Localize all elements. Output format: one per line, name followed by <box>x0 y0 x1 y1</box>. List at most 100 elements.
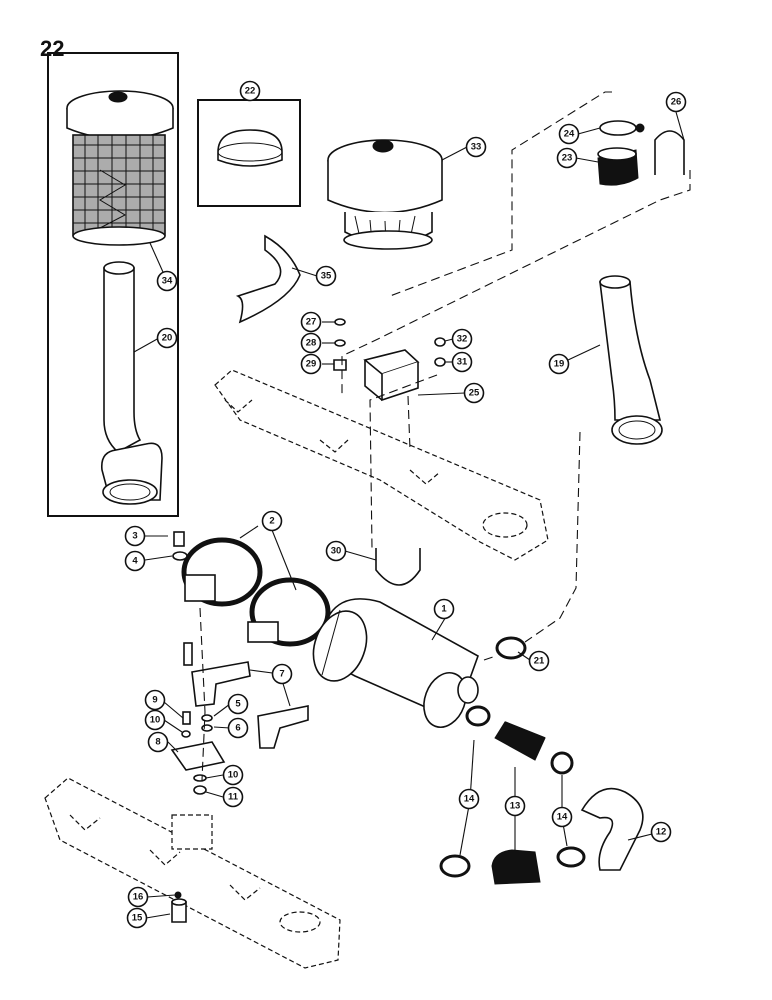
callout-30: 30 <box>325 540 347 562</box>
callout-31: 31 <box>451 351 473 373</box>
plug-15-16 <box>171 891 187 923</box>
callout-22: 22 <box>239 80 261 102</box>
cap-22 <box>217 129 283 167</box>
plate-8 <box>170 741 226 771</box>
callout-5: 5 <box>227 693 249 715</box>
callout-21: 21 <box>528 650 550 672</box>
manifold-upper <box>214 369 549 561</box>
svg-text:27: 27 <box>306 317 317 328</box>
washers-27-29 <box>333 318 347 371</box>
nuts-31-32 <box>434 337 446 367</box>
elbow-hose-12 <box>580 787 644 871</box>
inset-box-left <box>47 52 179 517</box>
svg-text:23: 23 <box>562 153 573 164</box>
dash-4 <box>407 395 411 451</box>
svg-text:3: 3 <box>132 531 137 542</box>
svg-text:30: 30 <box>331 546 342 557</box>
hose-clamps-14 <box>439 705 586 878</box>
svg-text:28: 28 <box>306 338 317 349</box>
svg-text:15: 15 <box>132 913 143 924</box>
svg-text:14: 14 <box>464 794 475 805</box>
callout-27: 27 <box>300 311 322 333</box>
callout-4: 4 <box>124 550 146 572</box>
svg-text:4: 4 <box>132 556 138 567</box>
callout-12: 12 <box>650 821 672 843</box>
dash-2 <box>341 170 691 395</box>
callout-14: 14 <box>551 806 573 828</box>
callout-8: 8 <box>147 731 169 753</box>
callout-13: 13 <box>504 795 526 817</box>
callout-2: 2 <box>261 510 283 532</box>
callout-7: 7 <box>271 663 293 685</box>
callout-32: 32 <box>451 328 473 350</box>
air-pipe-19 <box>599 275 663 445</box>
callout-14: 14 <box>458 788 480 810</box>
hose-13 <box>491 721 546 885</box>
bracket-25 <box>363 349 420 402</box>
callout-33: 33 <box>465 136 487 158</box>
svg-text:35: 35 <box>321 271 332 282</box>
svg-text:9: 9 <box>152 695 157 706</box>
callout-10: 10 <box>222 764 244 786</box>
callout-16: 16 <box>127 886 149 908</box>
svg-text:34: 34 <box>162 276 173 287</box>
clamp-21 <box>495 636 527 660</box>
dash-3 <box>369 374 438 549</box>
svg-text:11: 11 <box>228 792 239 803</box>
dash-5 <box>524 431 581 643</box>
air-cleaner-1 <box>312 598 479 728</box>
cap-23 <box>597 147 639 186</box>
svg-text:6: 6 <box>235 723 240 734</box>
svg-text:12: 12 <box>656 827 667 838</box>
callout-24: 24 <box>558 123 580 145</box>
callout-1: 1 <box>433 598 455 620</box>
svg-text:22: 22 <box>245 86 256 97</box>
svg-text:20: 20 <box>162 333 173 344</box>
svg-text:31: 31 <box>457 357 468 368</box>
callout-23: 23 <box>556 147 578 169</box>
svg-text:29: 29 <box>306 359 317 370</box>
page-number: 22 <box>40 36 65 61</box>
callout-29: 29 <box>300 353 322 375</box>
filter-element-34 <box>66 90 174 246</box>
callout-25: 25 <box>463 382 485 404</box>
air-cleaner-33 <box>327 139 443 250</box>
air-pipe-20 <box>100 261 163 505</box>
svg-text:13: 13 <box>510 801 521 812</box>
band-clamps-2 <box>181 537 331 647</box>
shield-35 <box>235 234 301 324</box>
callout-28: 28 <box>300 332 322 354</box>
svg-text:10: 10 <box>150 715 161 726</box>
brackets-7 <box>191 661 309 749</box>
svg-text:7: 7 <box>279 669 284 680</box>
svg-text:25: 25 <box>469 388 480 399</box>
bolt-3-washer-4 <box>172 531 193 666</box>
dash-6 <box>199 607 206 781</box>
svg-text:5: 5 <box>235 699 241 710</box>
svg-text:16: 16 <box>133 892 144 903</box>
dash-7 <box>483 655 497 661</box>
callout-15: 15 <box>126 907 148 929</box>
u-bolt-26 <box>654 130 685 175</box>
callout-11: 11 <box>222 786 244 808</box>
svg-text:26: 26 <box>671 97 682 108</box>
svg-text:32: 32 <box>457 334 468 345</box>
manifold-lower <box>44 777 341 969</box>
callout-34: 34 <box>156 270 178 292</box>
svg-text:21: 21 <box>534 656 545 667</box>
callout-35: 35 <box>315 265 337 287</box>
svg-text:1: 1 <box>441 604 447 615</box>
u-bolt-30 <box>375 548 421 586</box>
callout-26: 26 <box>665 91 687 113</box>
svg-text:19: 19 <box>554 359 565 370</box>
callout-9: 9 <box>144 689 166 711</box>
dash-1 <box>389 91 612 297</box>
svg-text:24: 24 <box>564 129 575 140</box>
svg-text:8: 8 <box>155 737 160 748</box>
callout-3: 3 <box>124 525 146 547</box>
callout-10: 10 <box>144 709 166 731</box>
small-hardware <box>181 711 213 795</box>
svg-text:14: 14 <box>557 812 568 823</box>
callout-20: 20 <box>156 327 178 349</box>
